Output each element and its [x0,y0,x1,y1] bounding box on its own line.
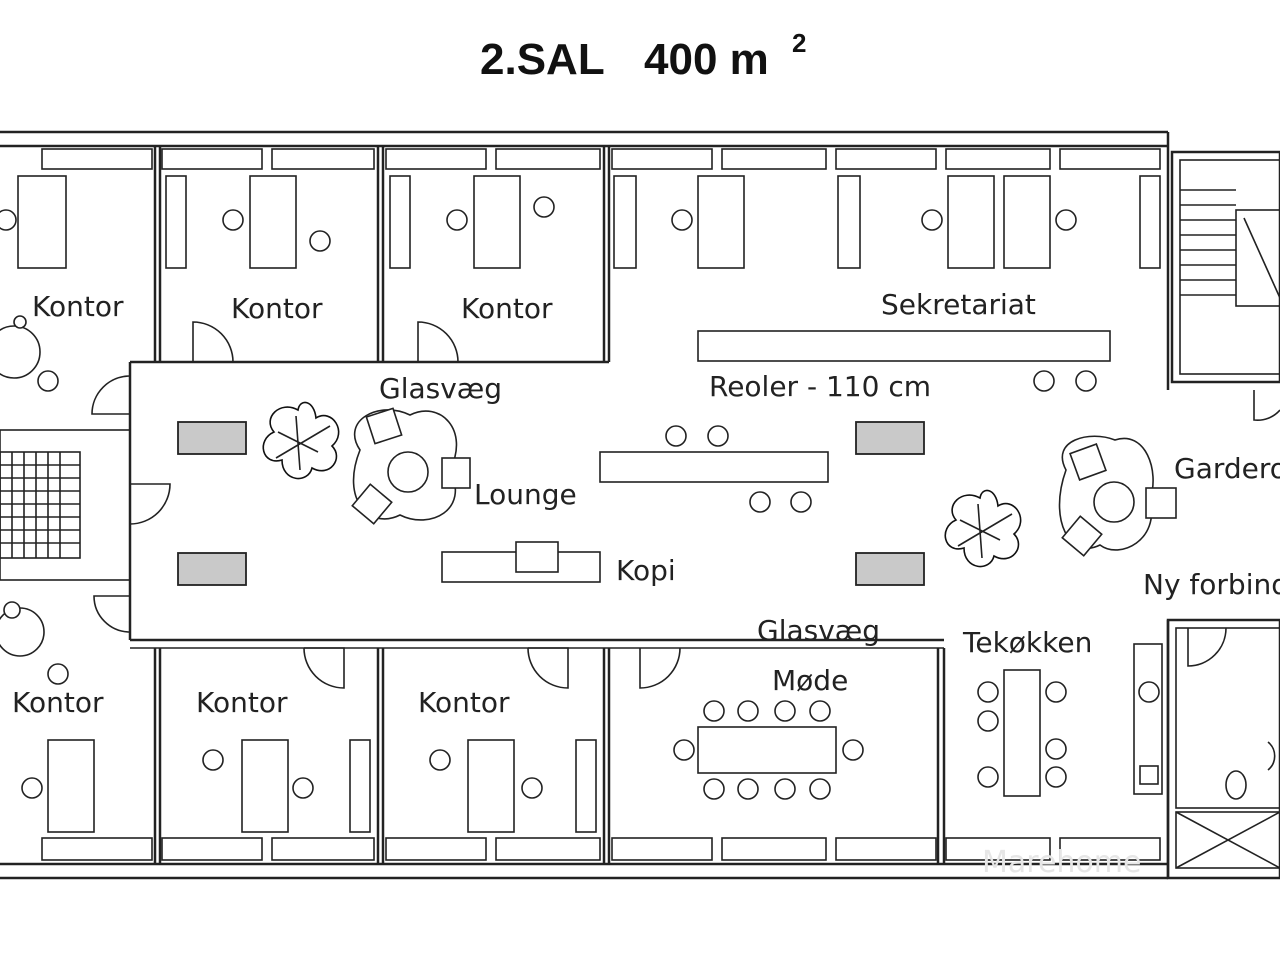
label-kopi: Kopi [616,554,676,587]
label-tekoekken: Tekøkken [962,626,1092,659]
label-kontor-3: Kontor [461,292,553,325]
plant-icon [944,489,1022,568]
label-kontor-4: Kontor [12,686,104,719]
label-moede: Møde [772,664,848,697]
central-furniture [177,330,1111,586]
label-sekretariat: Sekretariat [881,288,1036,321]
floor-title: 2.SAL [480,35,605,84]
label-reoler: Reoler - 110 cm [709,370,931,403]
bottom-windows [41,837,1161,861]
meeting-table [673,700,864,800]
kitchen-table [977,669,1067,797]
top-office-furniture [0,175,1161,392]
room-labels: Kontor Kontor Kontor Sekretariat Reoler … [12,288,1280,719]
floor-area-superscript: 2 [792,28,806,58]
plant-icon [262,401,340,480]
right-stair [1170,150,1280,384]
label-lounge: Lounge [474,478,577,511]
label-kontor-5: Kontor [196,686,288,719]
bottom-office-furniture [0,601,597,833]
door-swings [91,321,1280,689]
label-ny-forbindelse: Ny forbindelse [1143,568,1280,601]
bottom-partitions [153,648,946,864]
label-glasvaeg-bottom: Glasvæg [757,614,880,647]
label-kontor-1: Kontor [32,290,124,323]
label-glasvaeg-top: Glasvæg [379,372,502,405]
left-stair [0,429,131,581]
label-kontor-2: Kontor [231,292,323,325]
top-windows [41,148,1161,170]
label-kontor-6: Kontor [418,686,510,719]
floor-area: 400 m [644,35,769,84]
bathroom-block [1133,618,1280,880]
lounge-furniture [351,407,1177,557]
label-garderobe: Garderobe [1174,452,1280,485]
watermark: Marehome [982,845,1141,880]
